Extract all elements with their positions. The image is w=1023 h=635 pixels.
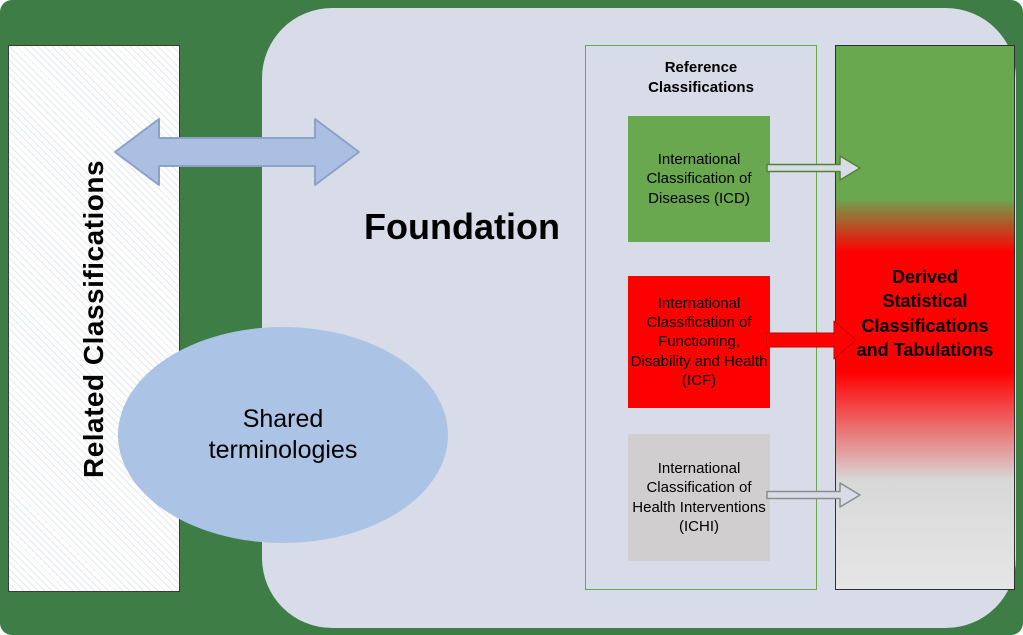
- ichi-box: International Classification of Health I…: [628, 434, 770, 561]
- icf-label: International Classification of Function…: [630, 295, 768, 389]
- related-classifications-label: Related Classifications: [78, 159, 109, 478]
- ichi-label: International Classification of Health I…: [632, 460, 766, 535]
- shared-terminologies-label: Shared terminologies: [208, 404, 358, 464]
- icf-arrow-icon: [766, 320, 857, 360]
- ichi-arrow-icon: [766, 482, 861, 508]
- shared-terminologies-ellipse: Shared terminologies: [118, 327, 448, 543]
- derived-statistical-label: Derived Statistical Classifications and …: [856, 266, 994, 360]
- reference-classifications-panel: Reference Classifications International …: [585, 45, 817, 590]
- reference-classifications-title-text: Reference Classifications: [648, 59, 754, 96]
- reference-classifications-title: Reference Classifications: [586, 58, 816, 97]
- icd-label: International Classification of Diseases…: [646, 151, 752, 207]
- foundation-label: Foundation: [364, 206, 560, 247]
- icd-arrow-icon: [766, 155, 861, 181]
- derived-statistical-panel: Derived Statistical Classifications and …: [835, 45, 1015, 590]
- icf-box: International Classification of Function…: [628, 276, 770, 408]
- bidirectional-arrow-icon: [114, 118, 360, 186]
- icd-box: International Classification of Diseases…: [628, 116, 770, 242]
